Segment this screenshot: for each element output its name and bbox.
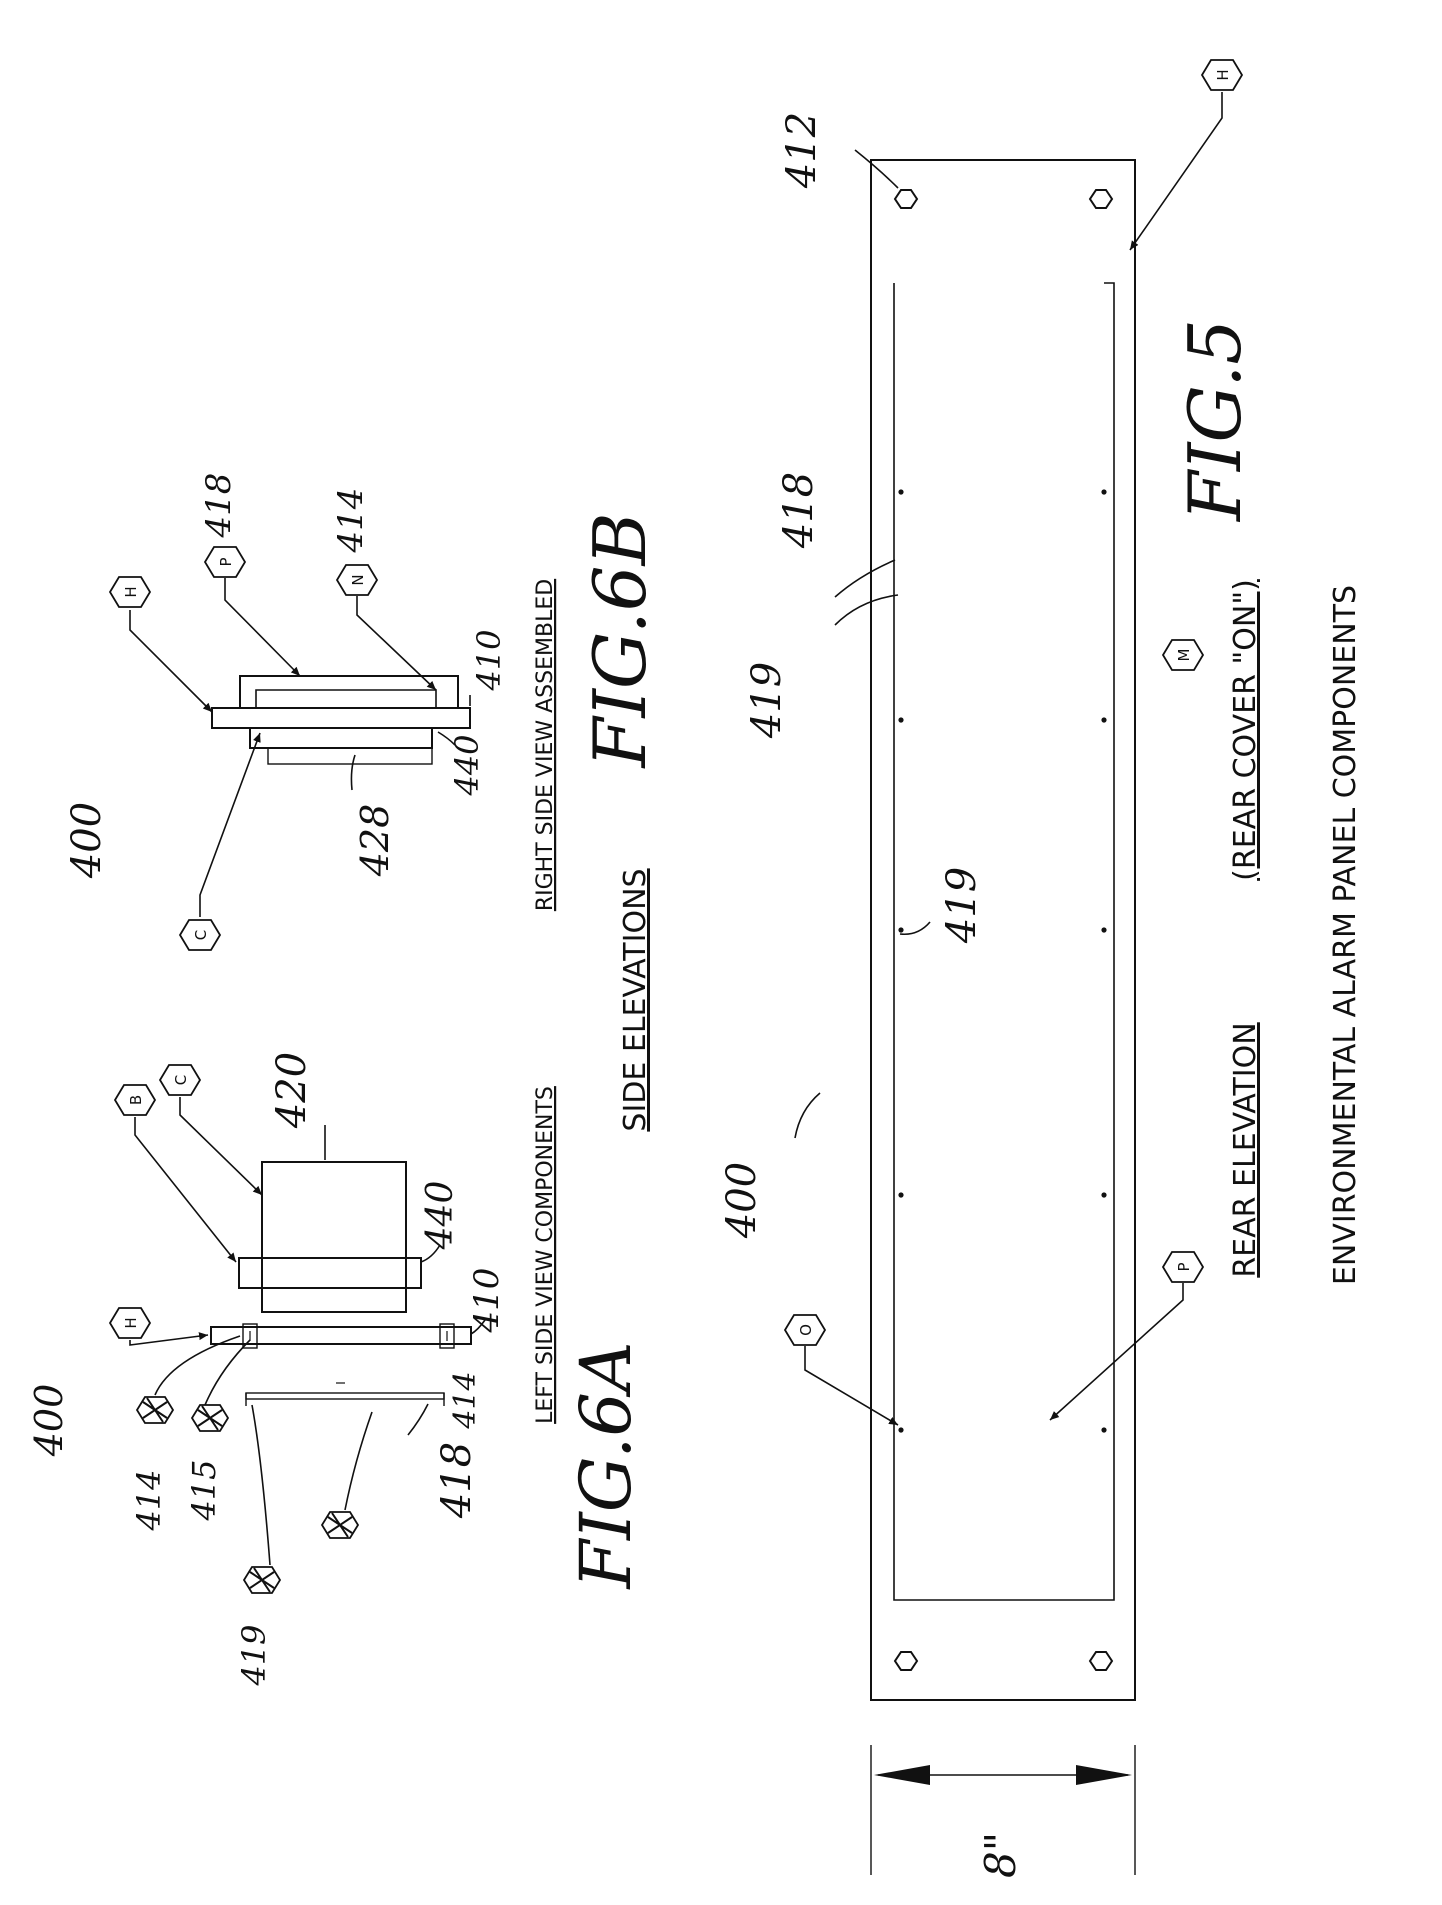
callout-H-6a-icon: H [110, 1308, 150, 1338]
svg-text:N: N [349, 574, 367, 585]
rear-cover-outline [894, 283, 1114, 1600]
ref-419-top: 419 [744, 662, 790, 739]
ref-440-fig6a: 440 [420, 1181, 461, 1251]
callout-C-6b-icon: C [180, 920, 220, 950]
ref-419-left: 419 [235, 1624, 273, 1686]
ref-400-fig6b: 400 [64, 802, 110, 879]
fig6a-left-side-components [130, 1097, 485, 1565]
ref-412: 412 [779, 112, 825, 189]
fig5-callouts: H M O P [785, 60, 1242, 1345]
ref-414-fig6a: 414 [448, 1371, 483, 1429]
ref-410-fig6b: 410 [470, 629, 508, 691]
corner-hole-icon [895, 1652, 917, 1670]
callout-P-6b-icon: P [205, 547, 245, 577]
leader-P [1050, 1283, 1183, 1420]
dimension-label: 8" [976, 1832, 1025, 1878]
scribbled-hex-icon [192, 1405, 228, 1431]
assembled-panel-440 [250, 728, 432, 748]
assembled-panel-410 [212, 708, 470, 728]
leader-O [805, 1346, 898, 1425]
component-box-420 [262, 1162, 406, 1312]
leader-C-6b [200, 733, 260, 917]
scribbled-hex-icon [244, 1567, 280, 1593]
side-elevations-heading: SIDE ELEVATIONS [618, 868, 653, 1131]
svg-text:B: B [127, 1095, 145, 1105]
svg-text:H: H [122, 586, 140, 597]
rear-panel-outline [871, 160, 1135, 1700]
scribbled-hex-icon [322, 1512, 358, 1538]
leader-428-6b [351, 755, 355, 790]
leader-rail-6a [345, 1412, 372, 1510]
ref-400-fig5: 400 [719, 1162, 765, 1239]
callout-P-icon: P [1163, 1252, 1203, 1282]
svg-text:P: P [1175, 1262, 1193, 1271]
svg-text:P: P [217, 557, 235, 566]
callout-H-icon: H [1202, 60, 1242, 90]
callout-B-6a-icon: B [115, 1085, 155, 1115]
callout-O-icon: O [785, 1315, 825, 1345]
leader-B-6a [135, 1117, 236, 1262]
scribbled-hex-icon [137, 1397, 173, 1423]
callout-C-6a-icon: C [160, 1065, 200, 1095]
leader-C-6a [180, 1097, 262, 1195]
leader-P-6b [225, 578, 300, 676]
callout-M-icon: M [1163, 640, 1203, 670]
fig5-caption: REAR ELEVATION [1228, 1022, 1263, 1277]
fig6a-caption: LEFT SIDE VIEW COMPONENTS [533, 1086, 558, 1424]
component-panel-440 [239, 1258, 421, 1288]
svg-text:C: C [172, 1075, 190, 1085]
leader-H [1130, 92, 1222, 250]
callout-N-6b-icon: N [337, 565, 377, 595]
svg-text:H: H [122, 1317, 140, 1328]
fig5-label: FIG.5 [1173, 319, 1257, 523]
assembled-outer-428 [268, 748, 432, 764]
ref-440-fig6b: 440 [448, 734, 486, 796]
fig6a-label: FIG.6A [565, 1342, 647, 1591]
leader-415-6a [205, 1340, 250, 1405]
component-rail-418 [246, 1393, 444, 1399]
sheet-title: ENVIRONMENTAL ALARM PANEL COMPONENTS [1328, 585, 1363, 1285]
callout-H-6b-icon: H [110, 577, 150, 607]
leader-419-6a [252, 1405, 270, 1565]
fig6b-right-side-assembled [130, 578, 470, 917]
corner-hole-icon [895, 190, 917, 208]
ref-418: 418 [776, 472, 822, 549]
ref-420-fig6a: 420 [269, 1052, 315, 1129]
ref-410-fig6a: 410 [467, 1268, 507, 1334]
leader-419-top [835, 595, 898, 625]
screw-dots [898, 489, 1106, 1432]
svg-text:C: C [192, 930, 210, 940]
leader-400 [795, 1093, 820, 1138]
fig5-caption-qualifier: (REAR COVER "ON") [1228, 579, 1263, 881]
ref-418-fig6b: 418 [199, 473, 239, 539]
leader-H-6b [130, 610, 212, 712]
ref-428-fig6b: 428 [353, 804, 397, 878]
svg-text:H: H [1214, 69, 1232, 80]
ref-414-left: 414 [130, 1469, 168, 1531]
ref-415-left: 415 [185, 1459, 223, 1521]
leader-412 [855, 150, 898, 188]
fig5-rear-elevation [795, 92, 1222, 1875]
ref-400-fig6a: 400 [27, 1384, 71, 1458]
corner-hole-icon [1090, 190, 1112, 208]
ref-419-mid: 419 [939, 867, 985, 944]
svg-text:M: M [1175, 649, 1193, 662]
leader-418-6a [408, 1404, 428, 1435]
assembled-cover-inner [256, 690, 436, 708]
leader-418 [835, 560, 895, 597]
leader-419-mid [900, 922, 930, 934]
ref-414-fig6b: 414 [331, 488, 371, 554]
corner-hole-icon [1090, 1652, 1112, 1670]
fig6b-label: FIG.6B [578, 513, 662, 770]
fig6b-caption: RIGHT SIDE VIEW ASSEMBLED [533, 579, 558, 911]
svg-text:O: O [797, 1324, 815, 1336]
ref-418-fig6a: 418 [434, 1442, 480, 1519]
